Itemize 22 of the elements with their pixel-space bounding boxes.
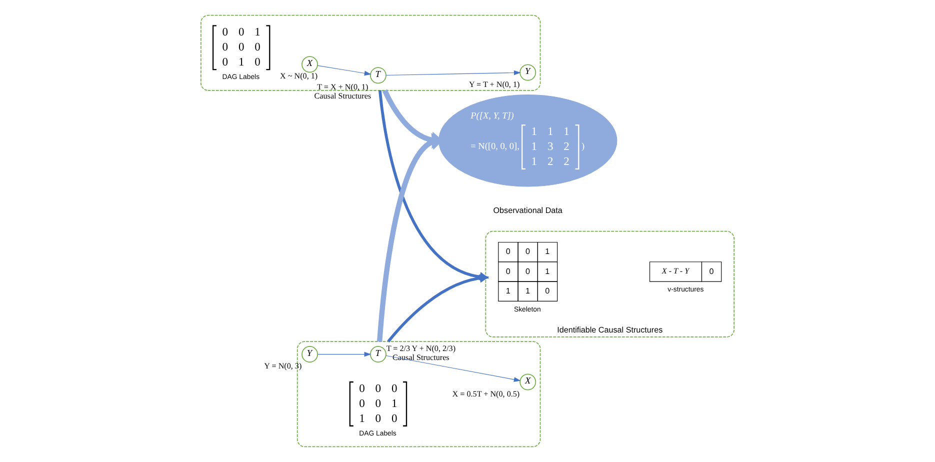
- cluster: [200, 14, 541, 91]
- node-circle: T: [370, 346, 386, 362]
- node-circle: Y: [302, 346, 318, 362]
- arrow: [386, 355, 521, 382]
- node-circle: X: [302, 56, 318, 73]
- node-circle: Y: [520, 64, 536, 81]
- node-label: X ~ N(0, 1): [280, 72, 318, 81]
- arrow: [387, 274, 490, 342]
- arrow: [318, 352, 372, 357]
- node-label: T = 2/3 Y + N(0, 2/3): [386, 344, 456, 354]
- node-label: T = X + N(0, 1): [317, 82, 368, 92]
- node-label: X = 0.5T + N(0, 0.5): [452, 389, 520, 398]
- cluster: [296, 341, 541, 448]
- node-label: Causal Structures: [314, 91, 372, 100]
- node-ellipse: P([X, Y, T]) = N([0, 0, 0], 1 1 1 1 3 2 1 2 2 ): [438, 94, 618, 187]
- node-circle: X: [520, 374, 536, 390]
- node-label: Y = T + N(0, 1): [469, 80, 520, 89]
- node-label: Causal Structures: [392, 352, 450, 362]
- arrow: [317, 65, 372, 76]
- node-circle: T: [370, 67, 386, 84]
- node-label: Y = N(0, 3): [264, 362, 302, 371]
- arrow: [386, 70, 521, 76]
